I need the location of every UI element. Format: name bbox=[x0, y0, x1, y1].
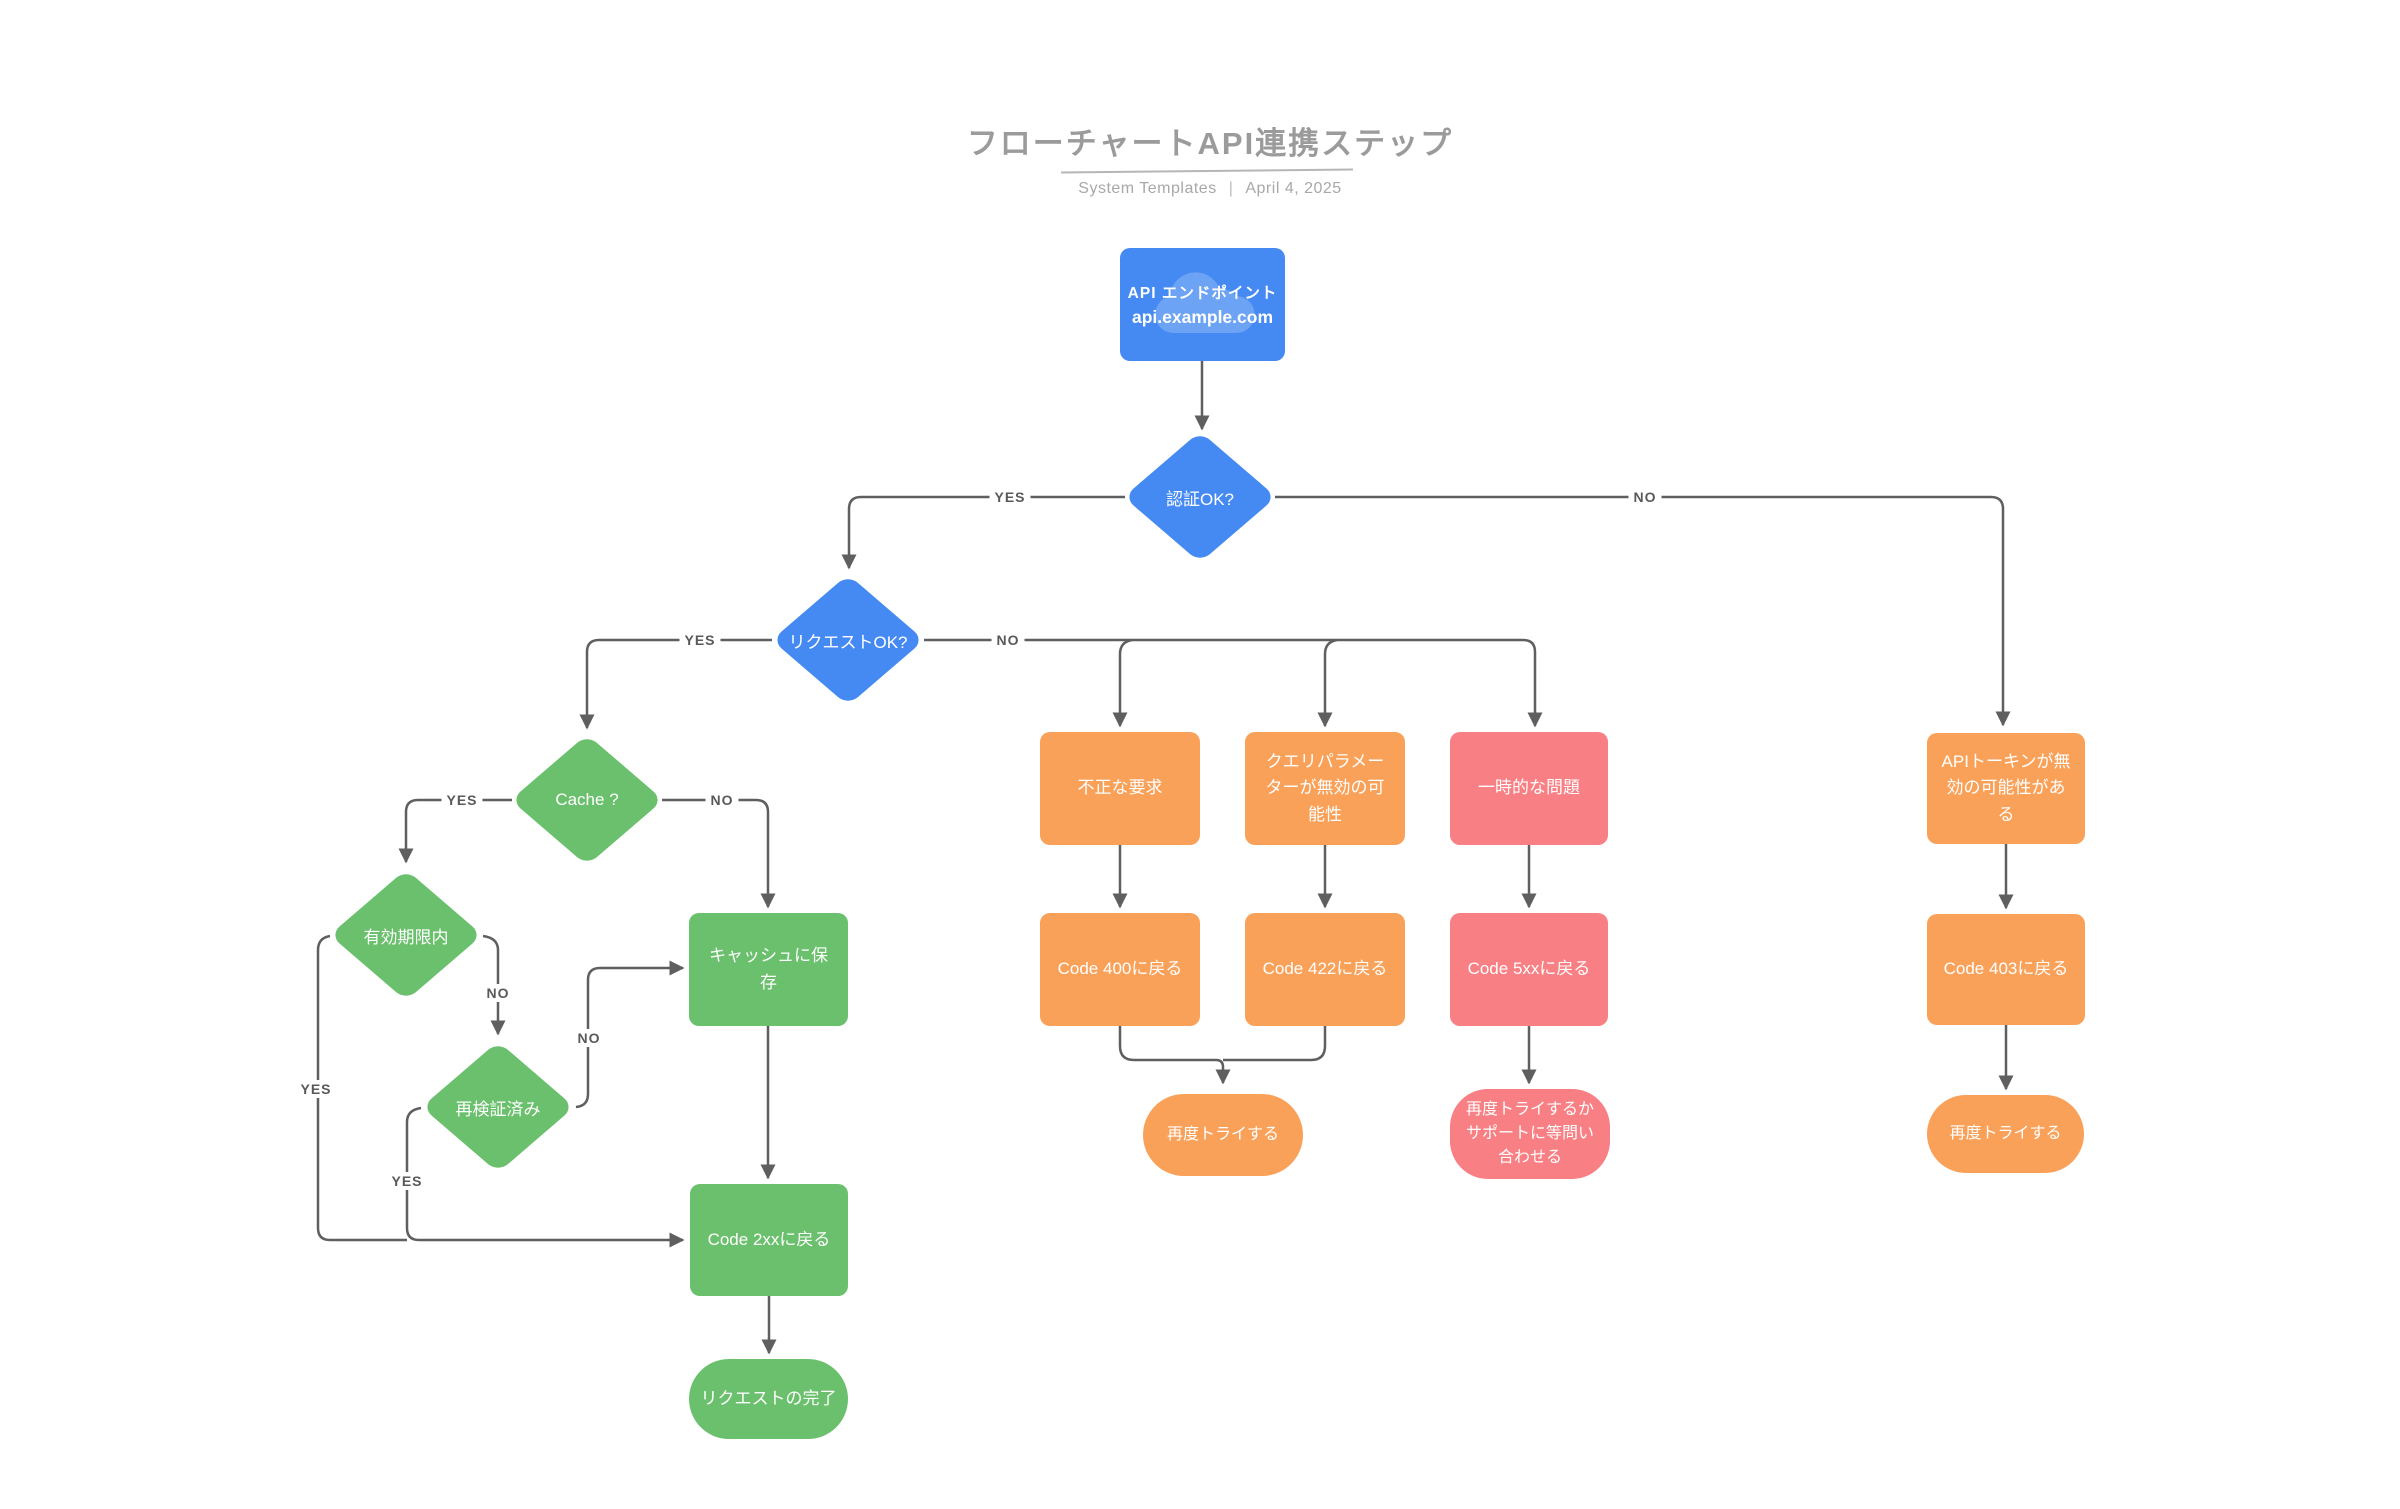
node-temporary-issue[interactable]: 一時的な問題 bbox=[1450, 732, 1608, 845]
edge-label-auth-yes: YES bbox=[989, 488, 1031, 506]
edge-request-no-drop2 bbox=[1317, 638, 1338, 728]
edge-request-yes bbox=[579, 638, 772, 730]
edge-valid-yes bbox=[316, 934, 407, 1242]
node-retry-right[interactable]: 再度トライする bbox=[1927, 1095, 2084, 1173]
page-subtitle: System Templates | April 4, 2025 bbox=[810, 180, 1610, 198]
node-code-403[interactable]: Code 403に戻る bbox=[1927, 914, 2085, 1025]
node-request-complete[interactable]: リクエストの完了 bbox=[689, 1359, 848, 1439]
node-code-2xx[interactable]: Code 2xxに戻る bbox=[690, 1184, 848, 1296]
node-auth-ok[interactable]: 認証OK? bbox=[1123, 431, 1277, 563]
edge-label-revalid-no: NO bbox=[572, 1029, 606, 1047]
edge-valid-no bbox=[482, 934, 506, 1036]
edge-auth-no bbox=[1275, 495, 2011, 727]
node-api-token-invalid[interactable]: APIトーキンが無効の可能性がある bbox=[1927, 733, 2085, 844]
subtitle-date: April 4, 2025 bbox=[1245, 180, 1342, 197]
node-save-cache[interactable]: キャッシュに保存 bbox=[689, 913, 848, 1026]
api-endpoint-title: API エンドポイント bbox=[1127, 285, 1278, 302]
cloud-icon bbox=[1154, 271, 1255, 333]
node-request-ok[interactable]: リクエストOK? bbox=[771, 574, 925, 706]
subtitle-author: System Templates bbox=[1078, 180, 1217, 197]
api-endpoint-url: api.example.com bbox=[1131, 307, 1274, 327]
node-valid-period[interactable]: 有効期限内 bbox=[329, 869, 483, 1001]
edge-label-request-yes: YES bbox=[679, 631, 721, 649]
edge-label-revalid-yes: YES bbox=[386, 1172, 428, 1190]
edge-cache-no bbox=[662, 798, 776, 909]
edge-400-merge bbox=[1118, 1026, 1231, 1085]
node-query-param-invalid[interactable]: クエリパラメーターが無効の可能性 bbox=[1245, 732, 1405, 845]
edge-request-no-drop1 bbox=[1112, 638, 1133, 728]
node-code-5xx[interactable]: Code 5xxに戻る bbox=[1450, 913, 1608, 1026]
edge-label-request-no: NO bbox=[991, 631, 1025, 649]
edge-label-valid-yes: YES bbox=[295, 1080, 337, 1098]
page-title: フローチャートAPI連携ステップ bbox=[966, 126, 1454, 161]
edge-label-valid-no: NO bbox=[481, 984, 515, 1002]
edge-revalid-yes bbox=[405, 1106, 685, 1248]
edge-label-cache-no: NO bbox=[705, 791, 739, 809]
node-api-endpoint[interactable]: API エンドポイント api.example.com bbox=[1120, 248, 1285, 361]
node-retry-center[interactable]: 再度トライする bbox=[1143, 1094, 1303, 1176]
edge-auth-yes bbox=[841, 495, 1125, 570]
node-bad-request[interactable]: 不正な要求 bbox=[1040, 732, 1200, 845]
subtitle-divider: | bbox=[1228, 180, 1234, 197]
edge-label-auth-no: NO bbox=[1628, 488, 1662, 506]
edge-cache-yes bbox=[398, 798, 512, 864]
node-revalidated[interactable]: 再検証済み bbox=[421, 1041, 575, 1173]
node-retry-or-support[interactable]: 再度トライするかサポートに等問い合わせる bbox=[1450, 1089, 1610, 1179]
node-code-400[interactable]: Code 400に戻る bbox=[1040, 913, 1200, 1026]
edge-label-cache-yes: YES bbox=[441, 791, 483, 809]
node-cache[interactable]: Cache ? bbox=[510, 734, 664, 866]
node-code-422[interactable]: Code 422に戻る bbox=[1245, 913, 1405, 1026]
edge-revalid-no bbox=[575, 960, 685, 1109]
edge-422-merge bbox=[1223, 1026, 1327, 1062]
edge-request-no-trunk bbox=[924, 638, 1543, 728]
